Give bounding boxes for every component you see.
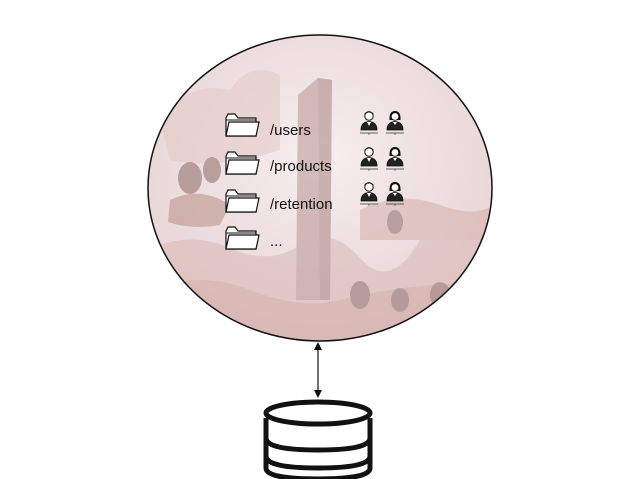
folder-label-users: /users <box>270 122 311 139</box>
folder-list: /users /products /retention <box>225 113 333 250</box>
arrow-down-icon <box>314 390 322 398</box>
folder-label-more: ... <box>270 233 283 250</box>
folder-icon <box>225 189 260 213</box>
folder-item-products[interactable] <box>225 151 260 175</box>
folder-item-users[interactable] <box>225 113 260 137</box>
sync-arrow <box>314 342 322 398</box>
folder-item-retention[interactable] <box>225 189 260 213</box>
folder-icon <box>225 151 260 175</box>
arrow-up-icon <box>314 342 322 350</box>
folder-label-retention: /retention <box>270 196 333 213</box>
database-icon <box>263 399 373 479</box>
folder-item-more[interactable] <box>225 226 260 250</box>
background-scene <box>148 70 492 341</box>
folder-icon <box>225 113 260 137</box>
folder-icon <box>225 226 260 250</box>
namespace-circle <box>147 34 493 342</box>
folder-label-products: /products <box>270 158 332 175</box>
